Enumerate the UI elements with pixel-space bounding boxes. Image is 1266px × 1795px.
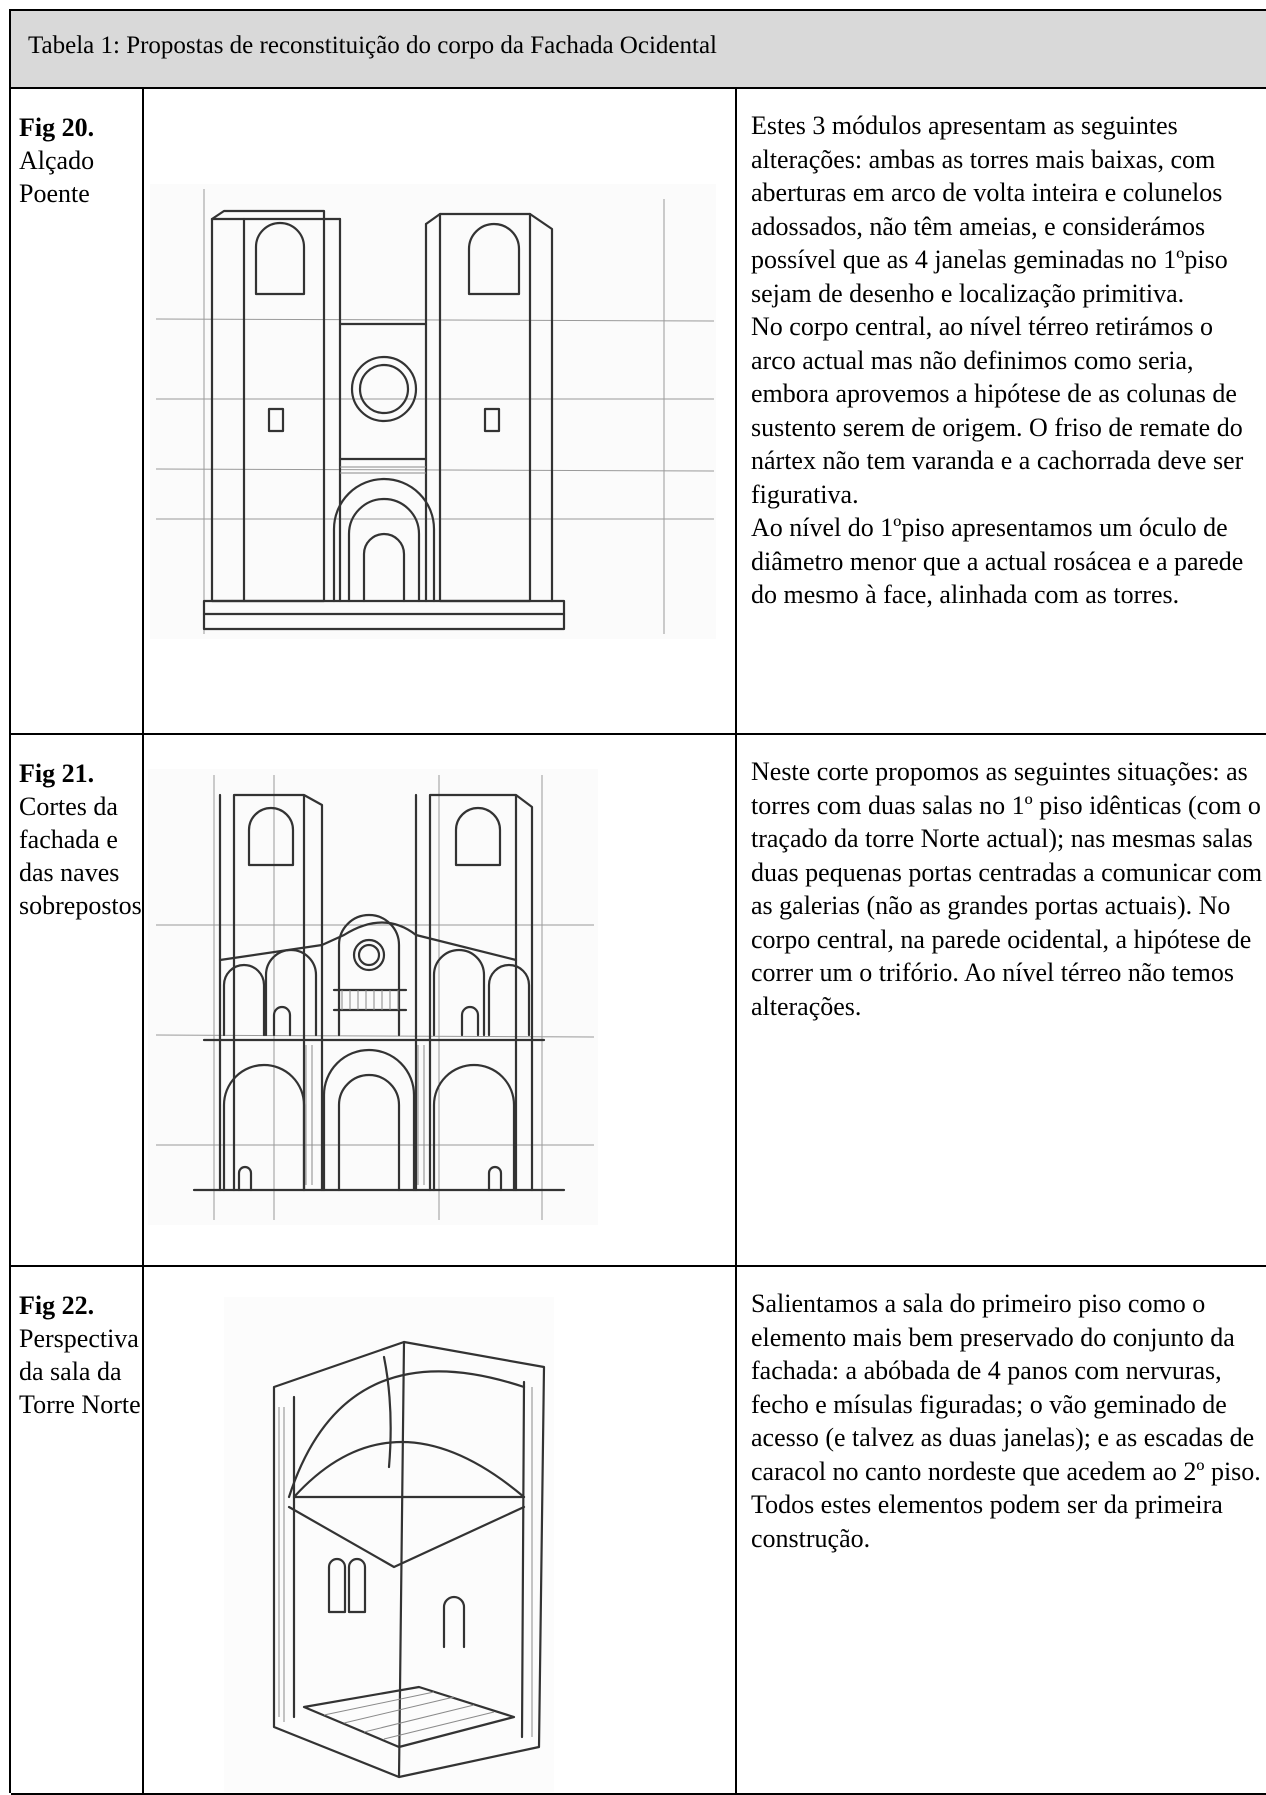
figure-number: Fig 22.: [19, 1291, 95, 1320]
description-paragraph: Ao nível do 1ºpiso apresentamos um óculo…: [751, 513, 1244, 609]
figure-number: Fig 21.: [19, 759, 95, 788]
drawing-cell: [144, 735, 737, 1265]
figure-label: Cortes da fachada e das naves sobreposto…: [19, 792, 142, 920]
description-paragraph: No corpo central, ao nível térreo retirá…: [751, 312, 1244, 509]
description-paragraph: Estes 3 módulos apresentam as seguintes …: [751, 111, 1228, 308]
table-row: Fig 22. Perspectiva da sala da Torre Nor…: [11, 1267, 1266, 1795]
label-cell: Fig 22. Perspectiva da sala da Torre Nor…: [11, 1267, 144, 1793]
description-cell: Salientamos a sala do primeiro piso como…: [737, 1267, 1266, 1793]
drawing-cell: [144, 1267, 737, 1793]
table-row: Fig 20. Alçado Poente: [11, 89, 1266, 735]
figure-label: Perspectiva da sala da Torre Norte: [19, 1324, 141, 1419]
reconstruction-table: Tabela 1: Propostas de reconstituição do…: [9, 9, 1266, 1795]
table-row: Fig 21. Cortes da fachada e das naves so…: [11, 735, 1266, 1267]
table-caption: Tabela 1: Propostas de reconstituição do…: [28, 32, 717, 59]
sketch-perspectiva-sala: [224, 1297, 554, 1792]
sketch-alcado-poente: [150, 184, 716, 639]
drawing-cell: [144, 89, 737, 733]
label-cell: Fig 20. Alçado Poente: [11, 89, 144, 733]
description-cell: Estes 3 módulos apresentam as seguintes …: [737, 89, 1266, 733]
figure-label: Alçado Poente: [19, 146, 95, 208]
table-caption-row: Tabela 1: Propostas de reconstituição do…: [11, 11, 1266, 89]
description-paragraph: Salientamos a sala do primeiro piso como…: [751, 1289, 1261, 1553]
figure-number: Fig 20.: [19, 113, 95, 142]
label-cell: Fig 21. Cortes da fachada e das naves so…: [11, 735, 144, 1265]
description-paragraph: Neste corte propomos as seguintes situaç…: [751, 757, 1263, 1021]
description-cell: Neste corte propomos as seguintes situaç…: [737, 735, 1266, 1265]
sketch-cortes-fachada: [148, 769, 598, 1225]
